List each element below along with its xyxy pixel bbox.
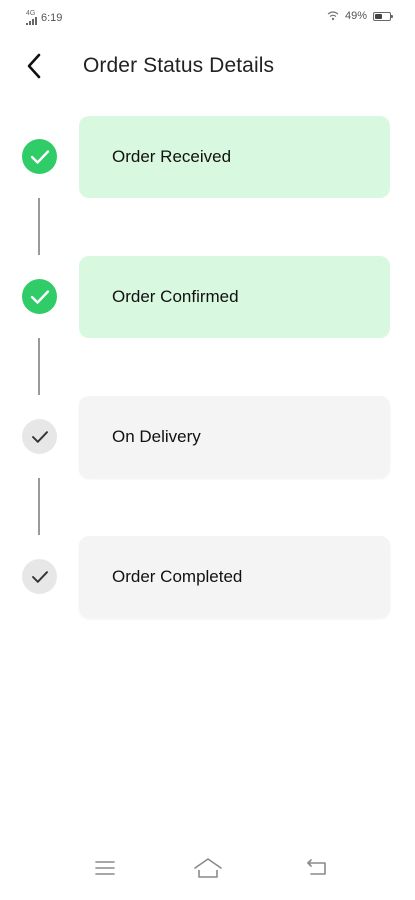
- chevron-left-icon: [27, 53, 41, 79]
- timeline-connector: [38, 478, 40, 535]
- step-label: Order Completed: [112, 567, 243, 586]
- menu-nav-button[interactable]: [90, 854, 120, 882]
- step-status-icon-2: [22, 279, 57, 314]
- home-nav-button[interactable]: [193, 854, 223, 882]
- step-status-icon-3: [22, 419, 57, 454]
- wifi-icon: [327, 11, 339, 21]
- back-nav-button[interactable]: [301, 854, 331, 882]
- step-status-icon-1: [22, 139, 57, 174]
- back-icon: [307, 859, 326, 875]
- page-title: Order Status Details: [83, 54, 275, 77]
- check-icon: [30, 149, 49, 164]
- home-icon: [194, 858, 222, 878]
- step-card-order-confirmed[interactable]: Order Confirmed: [79, 256, 390, 338]
- status-bar: 4G 6:19 49%: [0, 0, 415, 34]
- step-card-on-delivery[interactable]: On Delivery: [79, 396, 390, 478]
- status-left: 4G 6:19: [26, 10, 62, 25]
- timeline-connector: [38, 198, 40, 255]
- header: Order Status Details: [0, 44, 415, 90]
- step-label: Order Received: [112, 147, 232, 166]
- timeline-connector: [38, 338, 40, 395]
- system-nav-bar: [0, 840, 415, 900]
- check-icon: [30, 289, 49, 304]
- status-time: 6:19: [41, 11, 63, 24]
- battery-icon: [373, 11, 393, 21]
- network-indicator: 4G: [26, 10, 37, 25]
- status-right: 49%: [327, 10, 393, 22]
- step-status-icon-4: [22, 559, 57, 594]
- check-icon: [31, 430, 48, 443]
- step-card-order-completed[interactable]: Order Completed: [79, 536, 390, 618]
- battery-fill: [375, 13, 382, 19]
- check-icon: [31, 570, 48, 583]
- network-type-label: 4G: [26, 10, 36, 17]
- back-button[interactable]: [20, 50, 48, 82]
- step-card-order-received[interactable]: Order Received: [79, 116, 390, 198]
- signal-icon: [26, 17, 37, 25]
- menu-icon: [95, 861, 115, 875]
- step-label: On Delivery: [112, 427, 201, 446]
- battery-percent: 49%: [344, 10, 367, 22]
- step-label: Order Confirmed: [112, 287, 239, 306]
